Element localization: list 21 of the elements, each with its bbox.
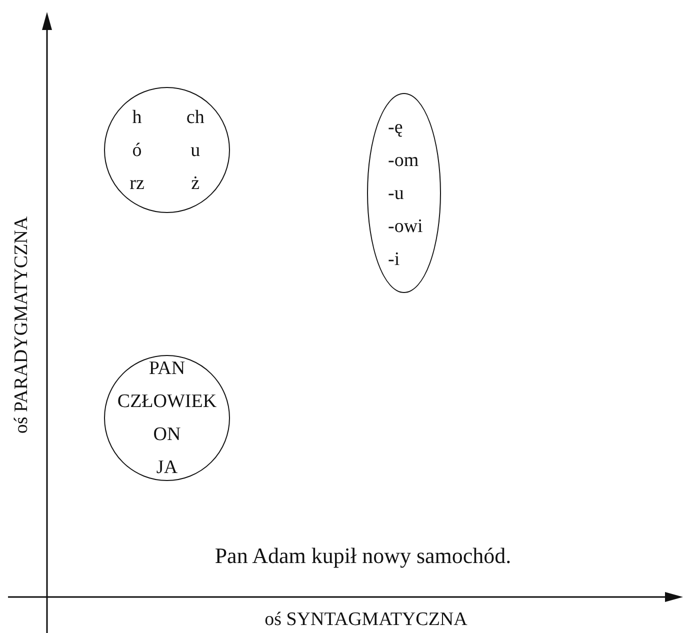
node-text: h (132, 106, 142, 130)
circle-node (104, 87, 230, 213)
node-text: -u (388, 182, 404, 206)
ellipse-node (367, 93, 441, 293)
node-text: ó (132, 138, 142, 162)
node-text: -om (388, 148, 419, 172)
node-text: -ę (388, 116, 403, 140)
node-text: PAN (148, 357, 186, 381)
node-text: CZŁOWIEK (117, 390, 217, 414)
node-text: -owi (388, 214, 423, 238)
node-text: JA (156, 456, 178, 480)
example-sentence: Pan Adam kupił nowy samochód. (214, 543, 512, 569)
node-text: u (190, 138, 200, 162)
node-text: rz (130, 172, 144, 196)
node-text: -i (388, 248, 400, 272)
axis-label: oś PARADYGMATYCZNA (11, 216, 33, 434)
circle-node (104, 355, 230, 481)
node-text: ON (153, 423, 181, 447)
node-text: ż (191, 172, 200, 196)
axis-label: oś SYNTAGMATYCZNA (264, 609, 468, 631)
node-text: ch (186, 106, 204, 130)
